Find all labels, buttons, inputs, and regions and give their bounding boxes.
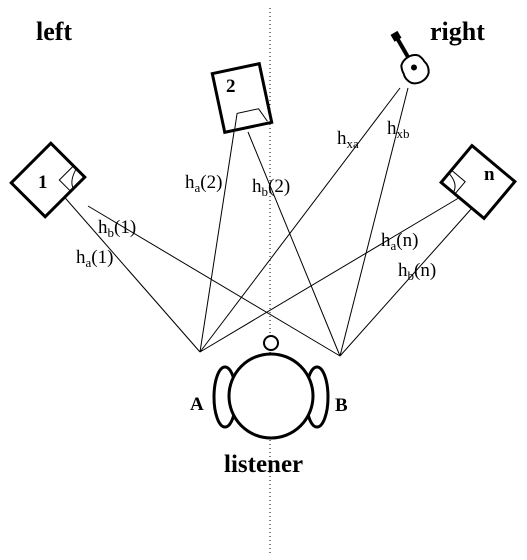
path-ha2	[199, 131, 235, 353]
listener-head-icon	[212, 335, 330, 440]
label-ha2: ha(2)	[185, 172, 222, 195]
listener-label: listener	[224, 451, 303, 478]
path-hbn	[339, 207, 473, 357]
path-hb2	[247, 131, 341, 357]
label-hb1: hb(1)	[98, 217, 136, 240]
label-han: ha(n)	[381, 230, 418, 253]
speaker-2-number: 2	[226, 76, 236, 97]
guitar-icon	[390, 30, 430, 85]
label-hxa: hxa	[337, 128, 359, 151]
signal-paths	[59, 87, 473, 357]
ear-a-label: A	[190, 394, 204, 415]
loudspeaker-icon	[439, 143, 517, 221]
label-ha1: ha(1)	[76, 247, 113, 270]
ear-b-label: B	[335, 395, 348, 416]
path-ha1	[59, 191, 201, 353]
path-hxb	[339, 87, 409, 357]
path-han	[199, 195, 463, 353]
right-label: right	[430, 17, 485, 46]
loudspeaker-icon	[9, 141, 87, 219]
loudspeaker-icon	[210, 61, 274, 135]
speaker-1-number: 1	[38, 172, 48, 193]
path-hb1	[87, 205, 341, 357]
speaker-n-number: n	[484, 164, 495, 185]
label-hb2: hb(2)	[252, 176, 290, 199]
path-hxa	[199, 87, 401, 353]
label-hxb: hxb	[387, 118, 410, 141]
label-hbn: hb(n)	[398, 260, 436, 283]
left-label: left	[36, 17, 72, 46]
